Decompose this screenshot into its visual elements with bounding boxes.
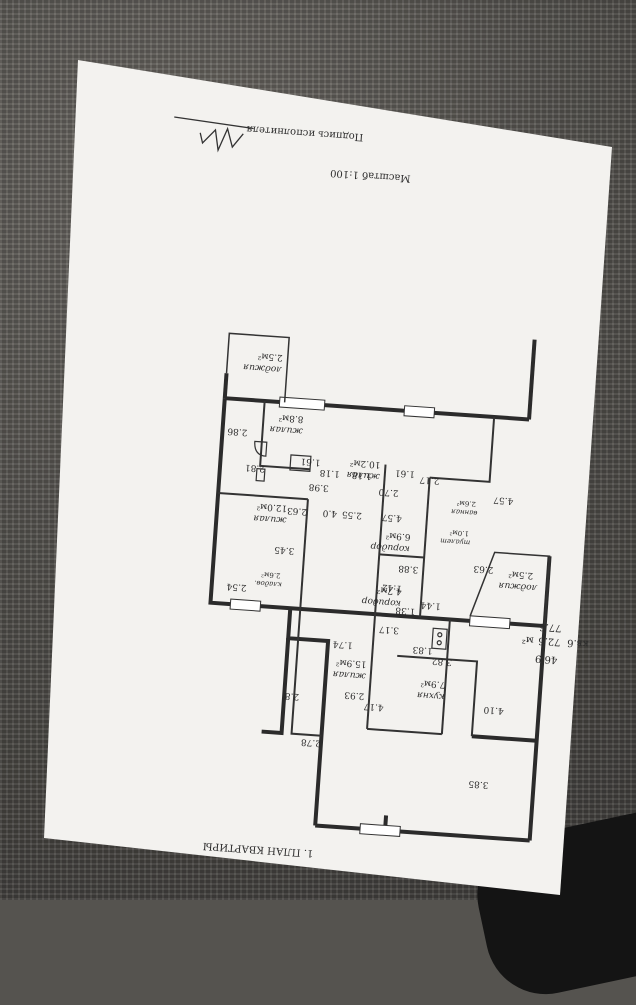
window-frames: [229, 396, 511, 837]
dimension: 2.63: [286, 505, 307, 516]
fixtures: [254, 440, 448, 650]
room-type: жилая: [269, 423, 303, 435]
dimension: 1.42: [382, 582, 403, 593]
signature-mark: [174, 116, 254, 153]
dimension: 2.78: [300, 736, 321, 747]
summary-unit: м²: [522, 634, 535, 646]
room-type: кладов.: [254, 579, 282, 589]
dimension: 3.98: [308, 481, 329, 492]
dimension: 1.18: [319, 467, 340, 478]
room-type: лоджия: [498, 580, 537, 593]
room-type: жилая: [332, 668, 366, 680]
room-type: коридор: [370, 541, 410, 554]
room-type: коридор: [361, 595, 401, 608]
dimension: 1.74: [332, 638, 353, 649]
balconies: [225, 332, 551, 627]
floor-plan-drawing: Подпись исполнителя Масштаб 1:100: [174, 116, 589, 859]
plan-title: 1. ПЛАН КВАРТИРЫ: [202, 840, 313, 859]
room-type: кухня: [417, 689, 445, 701]
room-area: 2.5м²: [257, 350, 283, 362]
dimension: 1.83: [412, 644, 433, 655]
room-area: 8.8м²: [278, 412, 304, 424]
room-area: 10.2м²: [349, 457, 381, 469]
paper-sheet: [44, 60, 612, 895]
summary-living: 46.9: [535, 652, 558, 665]
scale-label: Масштаб 1:100: [330, 167, 411, 184]
room-area: 7.9м²: [420, 678, 446, 690]
room-area: 15.9м²: [335, 657, 367, 669]
summary-area: 72.6: [538, 635, 561, 648]
dimension: 3.85: [468, 778, 489, 789]
dimension: 2.55: [341, 509, 362, 520]
room-type: лоджия: [243, 361, 282, 374]
room-type: ванная: [451, 507, 478, 517]
room-area: 2.5м²: [508, 568, 534, 580]
dimension: 4.57: [381, 511, 402, 522]
dimension: 4.17: [363, 701, 384, 712]
dimension: 2.54: [226, 581, 247, 592]
dimension: 2.86: [227, 425, 248, 436]
dimension: 2.70: [378, 486, 399, 497]
room-area: 2.6м²: [261, 570, 281, 579]
dimension: 4.0: [322, 507, 337, 518]
room-type: туалет: [440, 537, 471, 547]
room-area: 12.0м²: [256, 501, 288, 513]
room-labels: лоджия 2.5м² кухня 7.9м² жилая 15.9м² ко…: [243, 350, 538, 701]
dimension: 1.18: [351, 469, 372, 480]
outer-walls: [208, 339, 552, 843]
area-summary: 46.9 кв.6 72.6 м² 77.6: [522, 621, 589, 665]
room-area: 4.7м²: [376, 584, 402, 596]
dimension: 2.81: [245, 462, 266, 473]
interior-walls: [218, 400, 496, 737]
dimension: 1.38: [395, 605, 416, 616]
dimension: 4.57: [493, 494, 514, 505]
room-type: жилая: [253, 512, 287, 524]
dimension: 3.45: [274, 544, 295, 555]
dimension: 1.61: [300, 456, 321, 467]
room-area: 6.9м²: [385, 530, 411, 542]
summary-apartment: кв.6: [567, 637, 589, 649]
signature-label: Подпись исполнителя: [246, 123, 364, 142]
room-area: 1.0м²: [449, 528, 469, 537]
dimension: 1.61: [395, 467, 416, 478]
dimension: 3.88: [398, 563, 419, 574]
dimension-labels: 2.81 2.54 2.86 3.45 2.63 3.98 4.0 1.61 1…: [226, 425, 514, 789]
room-type: жилая: [346, 469, 380, 481]
dimension: 3.82: [432, 655, 453, 666]
summary-total: 77.6: [539, 621, 562, 634]
dimension: 1.44: [420, 599, 441, 610]
room-area: 2.6м²: [456, 499, 476, 508]
dimension: 2.8: [284, 690, 299, 701]
dimension: 2.17: [419, 474, 440, 485]
dimension: 2.63: [473, 563, 494, 574]
dimension: 2.93: [344, 689, 365, 700]
dimension: 3.17: [378, 623, 399, 634]
dimension: 4.10: [483, 704, 504, 715]
